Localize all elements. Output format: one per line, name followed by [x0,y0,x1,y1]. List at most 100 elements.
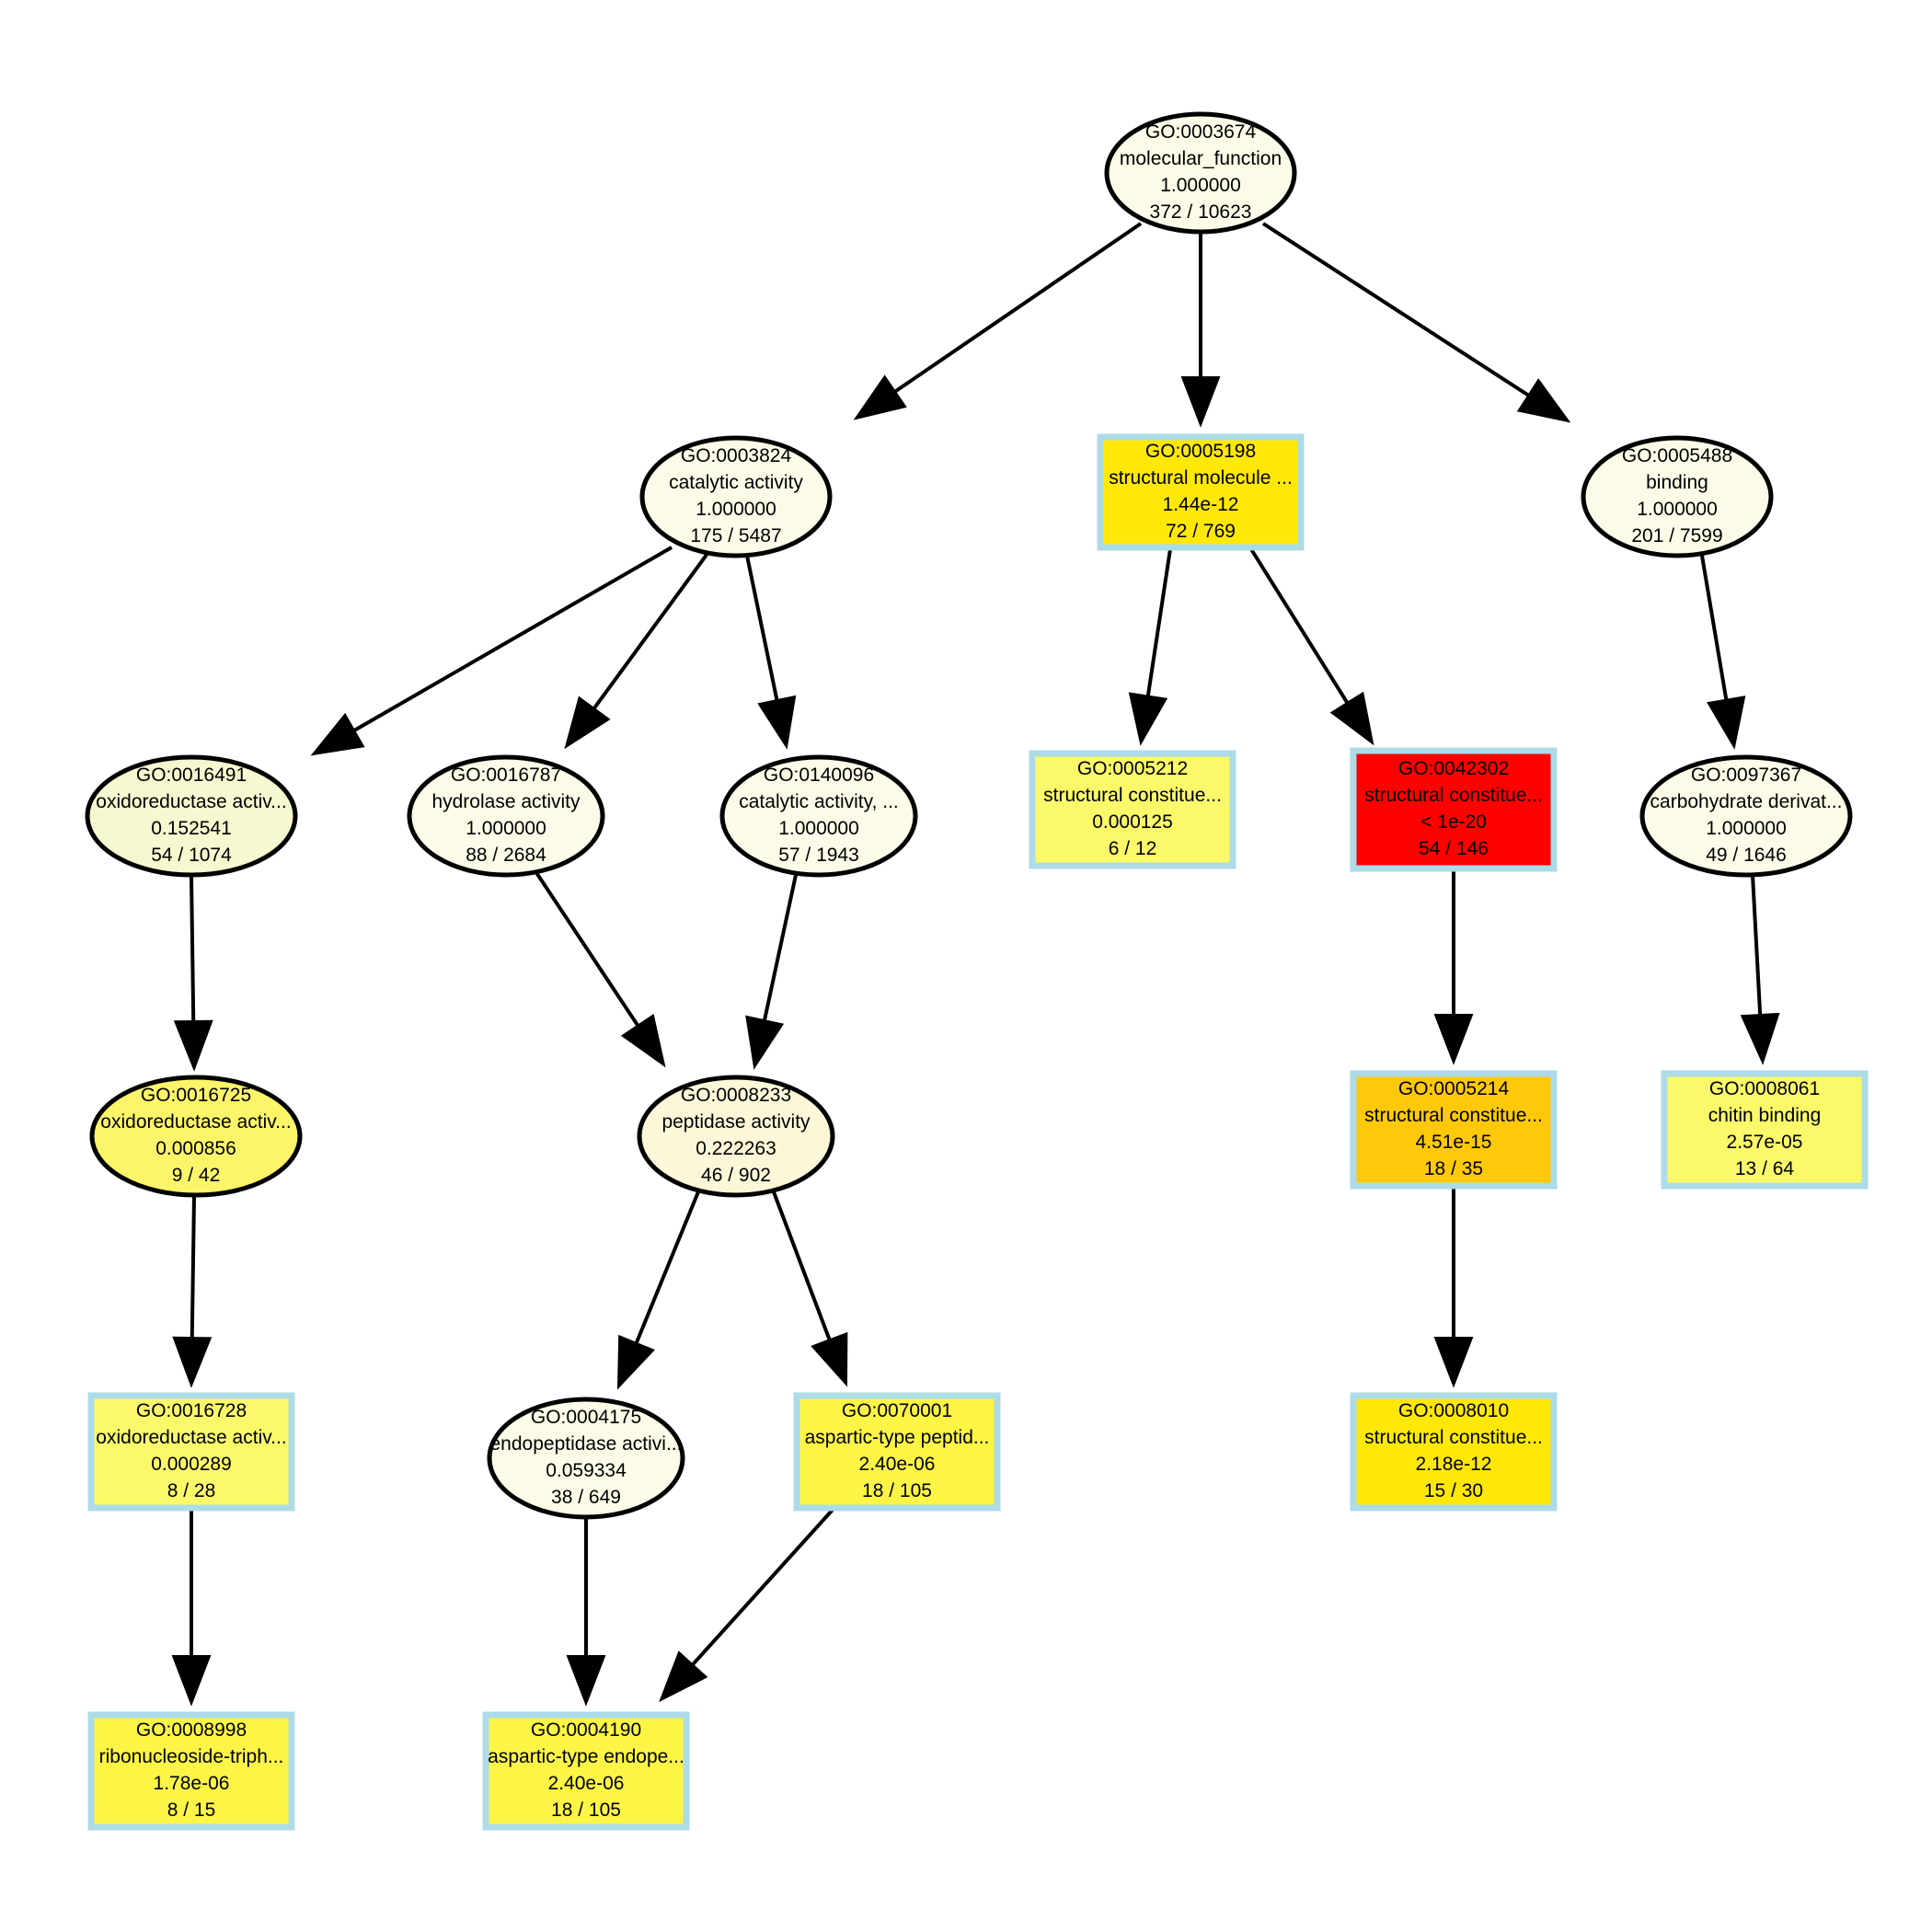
node-counts: 18 / 35 [1424,1158,1483,1179]
node-box-shape[interactable] [87,1711,295,1831]
node-go-id: GO:0005488 [1622,445,1732,466]
node-box-shape[interactable] [1350,1392,1558,1512]
dag-node[interactable]: GO:0003674molecular_function1.000000372 … [1104,111,1297,235]
node-ellipse-shape[interactable] [1104,111,1297,235]
node-go-id: GO:0003824 [681,445,792,466]
node-go-id: GO:0097367 [1691,765,1801,786]
node-go-id: GO:0003674 [1145,121,1257,143]
node-ellipse-shape[interactable] [1639,754,1853,878]
dag-node[interactable]: GO:0008010 structural constitue... 2.18e-1… [1350,1392,1558,1512]
node-pvalue: 0.000125 [1092,811,1173,833]
node-term-name: catalytic activity, ... [739,791,899,812]
dag-edge [566,1518,606,1707]
node-counts: 8 / 28 [167,1480,216,1501]
node-term-name: structural constitue... [1043,785,1222,806]
node-term-name: oxidoreductase activ... [96,1427,286,1448]
node-box-shape[interactable] [793,1392,1001,1512]
node-counts: 15 / 30 [1424,1480,1483,1501]
node-term-name: structural molecule ... [1109,467,1293,489]
node-go-id: GO:0008061 [1709,1078,1820,1099]
node-term-name: carbohydrate derivat... [1650,791,1843,812]
node-ellipse-shape[interactable] [637,1075,835,1198]
node-ellipse-shape[interactable] [85,754,298,878]
node-pvalue: 1.000000 [778,818,859,839]
dag-node[interactable]: GO:0140096 catalytic activity, ... 1.00000… [719,754,918,878]
dag-edge [745,555,797,750]
node-ellipse-shape[interactable] [719,754,918,878]
node-counts: 46 / 902 [701,1165,771,1186]
node-pvalue: 4.51e-15 [1416,1132,1492,1153]
node-box-shape[interactable] [482,1711,690,1831]
dag-node[interactable]: GO:0097367 carbohydrate derivat... 1.00000… [1639,754,1853,878]
node-pvalue: 2.57e-05 [1727,1132,1803,1153]
node-box-shape[interactable] [87,1392,295,1512]
dag-edge [172,1195,213,1388]
node-go-id: GO:0140096 [764,765,874,786]
node-pvalue: 0.152541 [151,818,232,839]
node-term-name: molecular_function [1120,148,1282,169]
node-pvalue: 1.000000 [696,499,776,520]
node-ellipse-shape[interactable] [89,1075,303,1198]
node-go-id: GO:0016728 [136,1400,247,1421]
node-pvalue: 0.059334 [546,1460,627,1481]
node-counts: 18 / 105 [862,1480,932,1501]
node-counts: 54 / 146 [1419,838,1489,859]
node-go-id: GO:0004190 [531,1719,641,1741]
dag-edge [1180,233,1221,428]
node-pvalue: 1.000000 [1160,175,1241,196]
node-ellipse-shape[interactable] [639,435,833,558]
node-box-shape[interactable] [1350,1070,1558,1190]
node-pvalue: 1.78e-06 [154,1773,230,1794]
dag-edge [1740,874,1780,1065]
node-ellipse-shape[interactable] [487,1397,685,1520]
node-go-id: GO:0008233 [681,1085,791,1106]
dag-node[interactable]: GO:0008061 chitin binding 2.57e-05 13 / 64 [1661,1070,1869,1190]
dag-edge [659,1508,834,1703]
node-go-id: GO:0008998 [136,1719,247,1741]
node-counts: 57 / 1943 [778,845,859,866]
node-ellipse-shape[interactable] [1581,435,1774,558]
node-go-id: GO:0008010 [1398,1400,1509,1421]
node-box-shape[interactable] [1097,433,1305,551]
node-box-shape[interactable] [1029,750,1236,869]
node-box-shape[interactable] [1350,747,1558,872]
node-counts: 13 / 64 [1735,1158,1795,1179]
node-term-name: chitin binding [1708,1105,1822,1126]
node-counts: 8 / 15 [167,1800,216,1821]
node-go-id: GO:0016787 [451,765,561,786]
node-box-shape[interactable] [1661,1070,1869,1190]
dag-edge [564,553,708,750]
dag-edge [1433,1188,1474,1388]
node-ellipse-shape[interactable] [407,754,605,878]
node-pvalue: 2.18e-12 [1416,1454,1492,1475]
dag-node[interactable]: GO:0008998ribonucleoside-triph...1.78e-0… [87,1711,295,1831]
node-pvalue: 1.000000 [1706,818,1787,839]
node-pvalue: 1.000000 [1637,499,1718,520]
node-term-name: structural constitue... [1364,1427,1543,1448]
dag-edge [1249,547,1374,746]
dag-edge [1433,870,1474,1065]
dag-edge [771,1189,848,1387]
node-term-name: peptidase activity [661,1111,811,1133]
node-go-id: GO:0004175 [531,1407,641,1428]
node-term-name: structural constitue... [1364,785,1543,806]
node-counts: 72 / 769 [1166,521,1236,542]
node-term-name: aspartic-type peptid... [805,1427,990,1448]
node-counts: 38 / 649 [551,1487,621,1508]
